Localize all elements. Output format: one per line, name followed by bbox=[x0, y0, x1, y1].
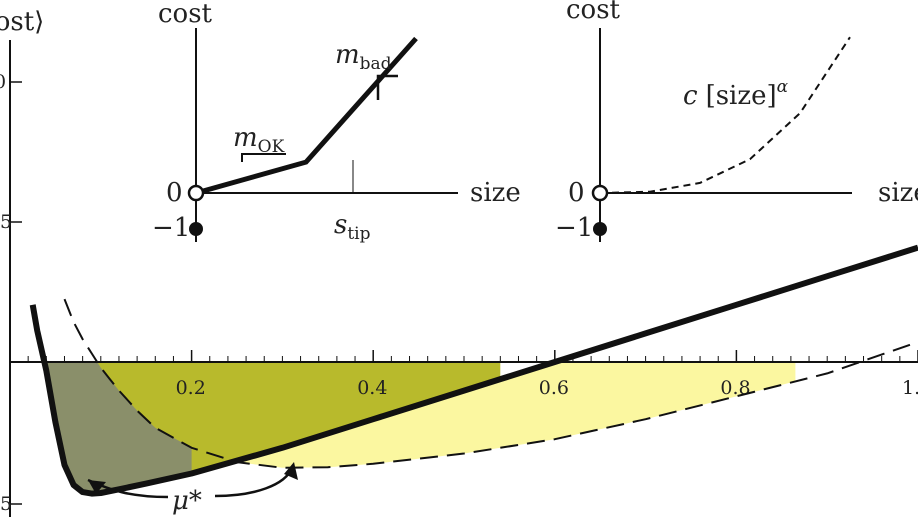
inset-linear-cost: cost 0 −1 size stip mOK mbad bbox=[152, 0, 521, 244]
inset2-filled-point bbox=[593, 222, 607, 236]
inset2-formula-exponent: α bbox=[777, 77, 789, 97]
greygreen-region bbox=[42, 362, 192, 494]
main-y-label: ⟨cost⟩ bbox=[0, 7, 44, 37]
mu-star-label: μ* bbox=[172, 486, 202, 516]
y-ticks: 0 .5 .5 bbox=[0, 71, 22, 515]
inset1-mok-sub: OK bbox=[258, 137, 285, 157]
inset1-stip: stip bbox=[334, 210, 371, 244]
yellow-region bbox=[191, 362, 796, 474]
mu-star-arrow-right bbox=[214, 467, 294, 498]
mu-star-annotation: μ* bbox=[87, 462, 298, 516]
inset1-mbad-slope-mark bbox=[376, 74, 398, 100]
shaded-regions bbox=[42, 362, 796, 494]
inset2-ylabel: cost bbox=[566, 0, 621, 25]
inset1-filled-point bbox=[189, 222, 203, 236]
series-group bbox=[29, 244, 918, 497]
inset-power-cost: cost 0 −1 size c[size]α bbox=[555, 0, 918, 243]
inset2-open-origin bbox=[591, 184, 609, 202]
inset1-open-origin bbox=[187, 184, 205, 202]
x-tick-label: 0.6 bbox=[539, 377, 569, 399]
inset1-mok-slope-mark bbox=[241, 153, 286, 162]
inset1-mbad: mbad bbox=[335, 40, 392, 74]
x-tick-label: 0.8 bbox=[720, 377, 750, 399]
y-tick-label: .5 bbox=[0, 493, 12, 515]
inset2-y0: 0 bbox=[568, 178, 585, 208]
x-tick-label: 0.4 bbox=[357, 377, 387, 399]
y-tick-label: 0 bbox=[0, 71, 6, 93]
y-tick-label: .5 bbox=[0, 211, 12, 233]
series-line-0 bbox=[29, 244, 918, 497]
inset2-ym1: −1 bbox=[555, 213, 593, 243]
inset1-y0: 0 bbox=[166, 178, 183, 208]
inset1-mbad-sub: bad bbox=[360, 54, 392, 74]
inset1-ylabel: cost bbox=[158, 0, 213, 29]
inset1-xlabel: size bbox=[470, 178, 521, 208]
main-axes: 0.2 0.4 0.6 0.8 1.0 0 .5 .5 bbox=[0, 40, 918, 517]
x-tick-label: 0.2 bbox=[176, 377, 206, 399]
mu-star-arrowhead-left bbox=[88, 480, 106, 494]
series-line-1 bbox=[63, 298, 918, 469]
mu-star-arrowhead-right bbox=[284, 462, 298, 480]
inset1-mok: mOK bbox=[233, 123, 285, 157]
inset1-stip-sub: tip bbox=[347, 224, 370, 244]
inset1-ym1: −1 bbox=[152, 213, 190, 243]
x-tick-label: 1.0 bbox=[902, 377, 918, 399]
inset2-xlabel: size bbox=[878, 178, 918, 208]
inset1-cost-line bbox=[195, 36, 418, 196]
inset2-cost-curve bbox=[599, 36, 851, 194]
inset2-formula: c[size]α bbox=[683, 77, 789, 111]
